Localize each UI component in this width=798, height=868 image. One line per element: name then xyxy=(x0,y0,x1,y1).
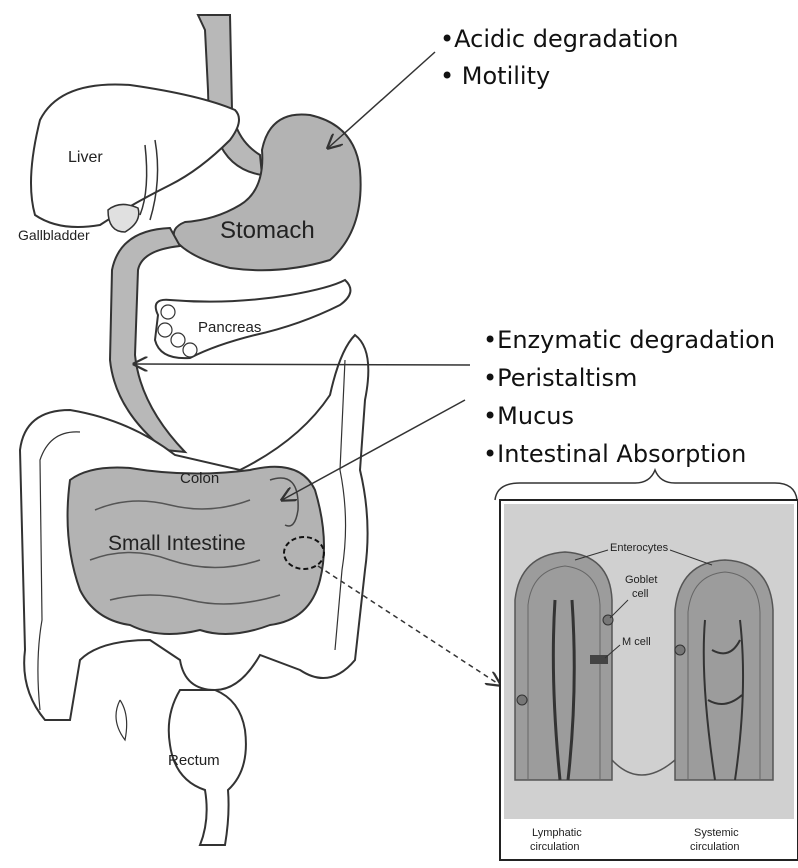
factor-peristaltism: •Peristaltism xyxy=(483,364,637,392)
m-cell-label: M cell xyxy=(622,636,651,648)
stomach-arrow xyxy=(328,52,435,148)
factor-enzymatic-degradation: •Enzymatic degradation xyxy=(483,326,775,354)
rectum-label: Rectum xyxy=(168,752,220,769)
factor-acidic-degradation: •Acidic degradation xyxy=(440,25,678,53)
factor-motility: • Motility xyxy=(440,62,550,90)
inset-brace xyxy=(495,470,797,500)
colon-label: Colon xyxy=(180,470,219,487)
villus-left xyxy=(515,552,612,780)
systemic-label-2: circulation xyxy=(690,841,740,853)
systemic-label-1: Systemic xyxy=(694,827,739,839)
enterocytes-label: Enterocytes xyxy=(610,542,669,554)
lymphatic-label-1: Lymphatic xyxy=(532,827,582,839)
factor-mucus: •Mucus xyxy=(483,402,574,430)
gallbladder-label: Gallbladder xyxy=(18,227,90,243)
liver-label: Liver xyxy=(68,149,103,166)
stomach-label: Stomach xyxy=(220,217,315,244)
goblet-cell-label-1: Goblet xyxy=(625,574,657,586)
goblet-cell-label-2: cell xyxy=(632,588,649,600)
villus-right xyxy=(675,560,773,780)
liver xyxy=(31,84,239,227)
lymphatic-label-2: circulation xyxy=(530,841,580,853)
factor-intestinal-absorption: •Intestinal Absorption xyxy=(483,440,746,468)
enzymatic-arrow xyxy=(134,364,470,365)
pancreas-label: Pancreas xyxy=(198,319,261,336)
gallbladder xyxy=(108,204,139,232)
small-intestine-label: Small Intestine xyxy=(108,532,246,555)
